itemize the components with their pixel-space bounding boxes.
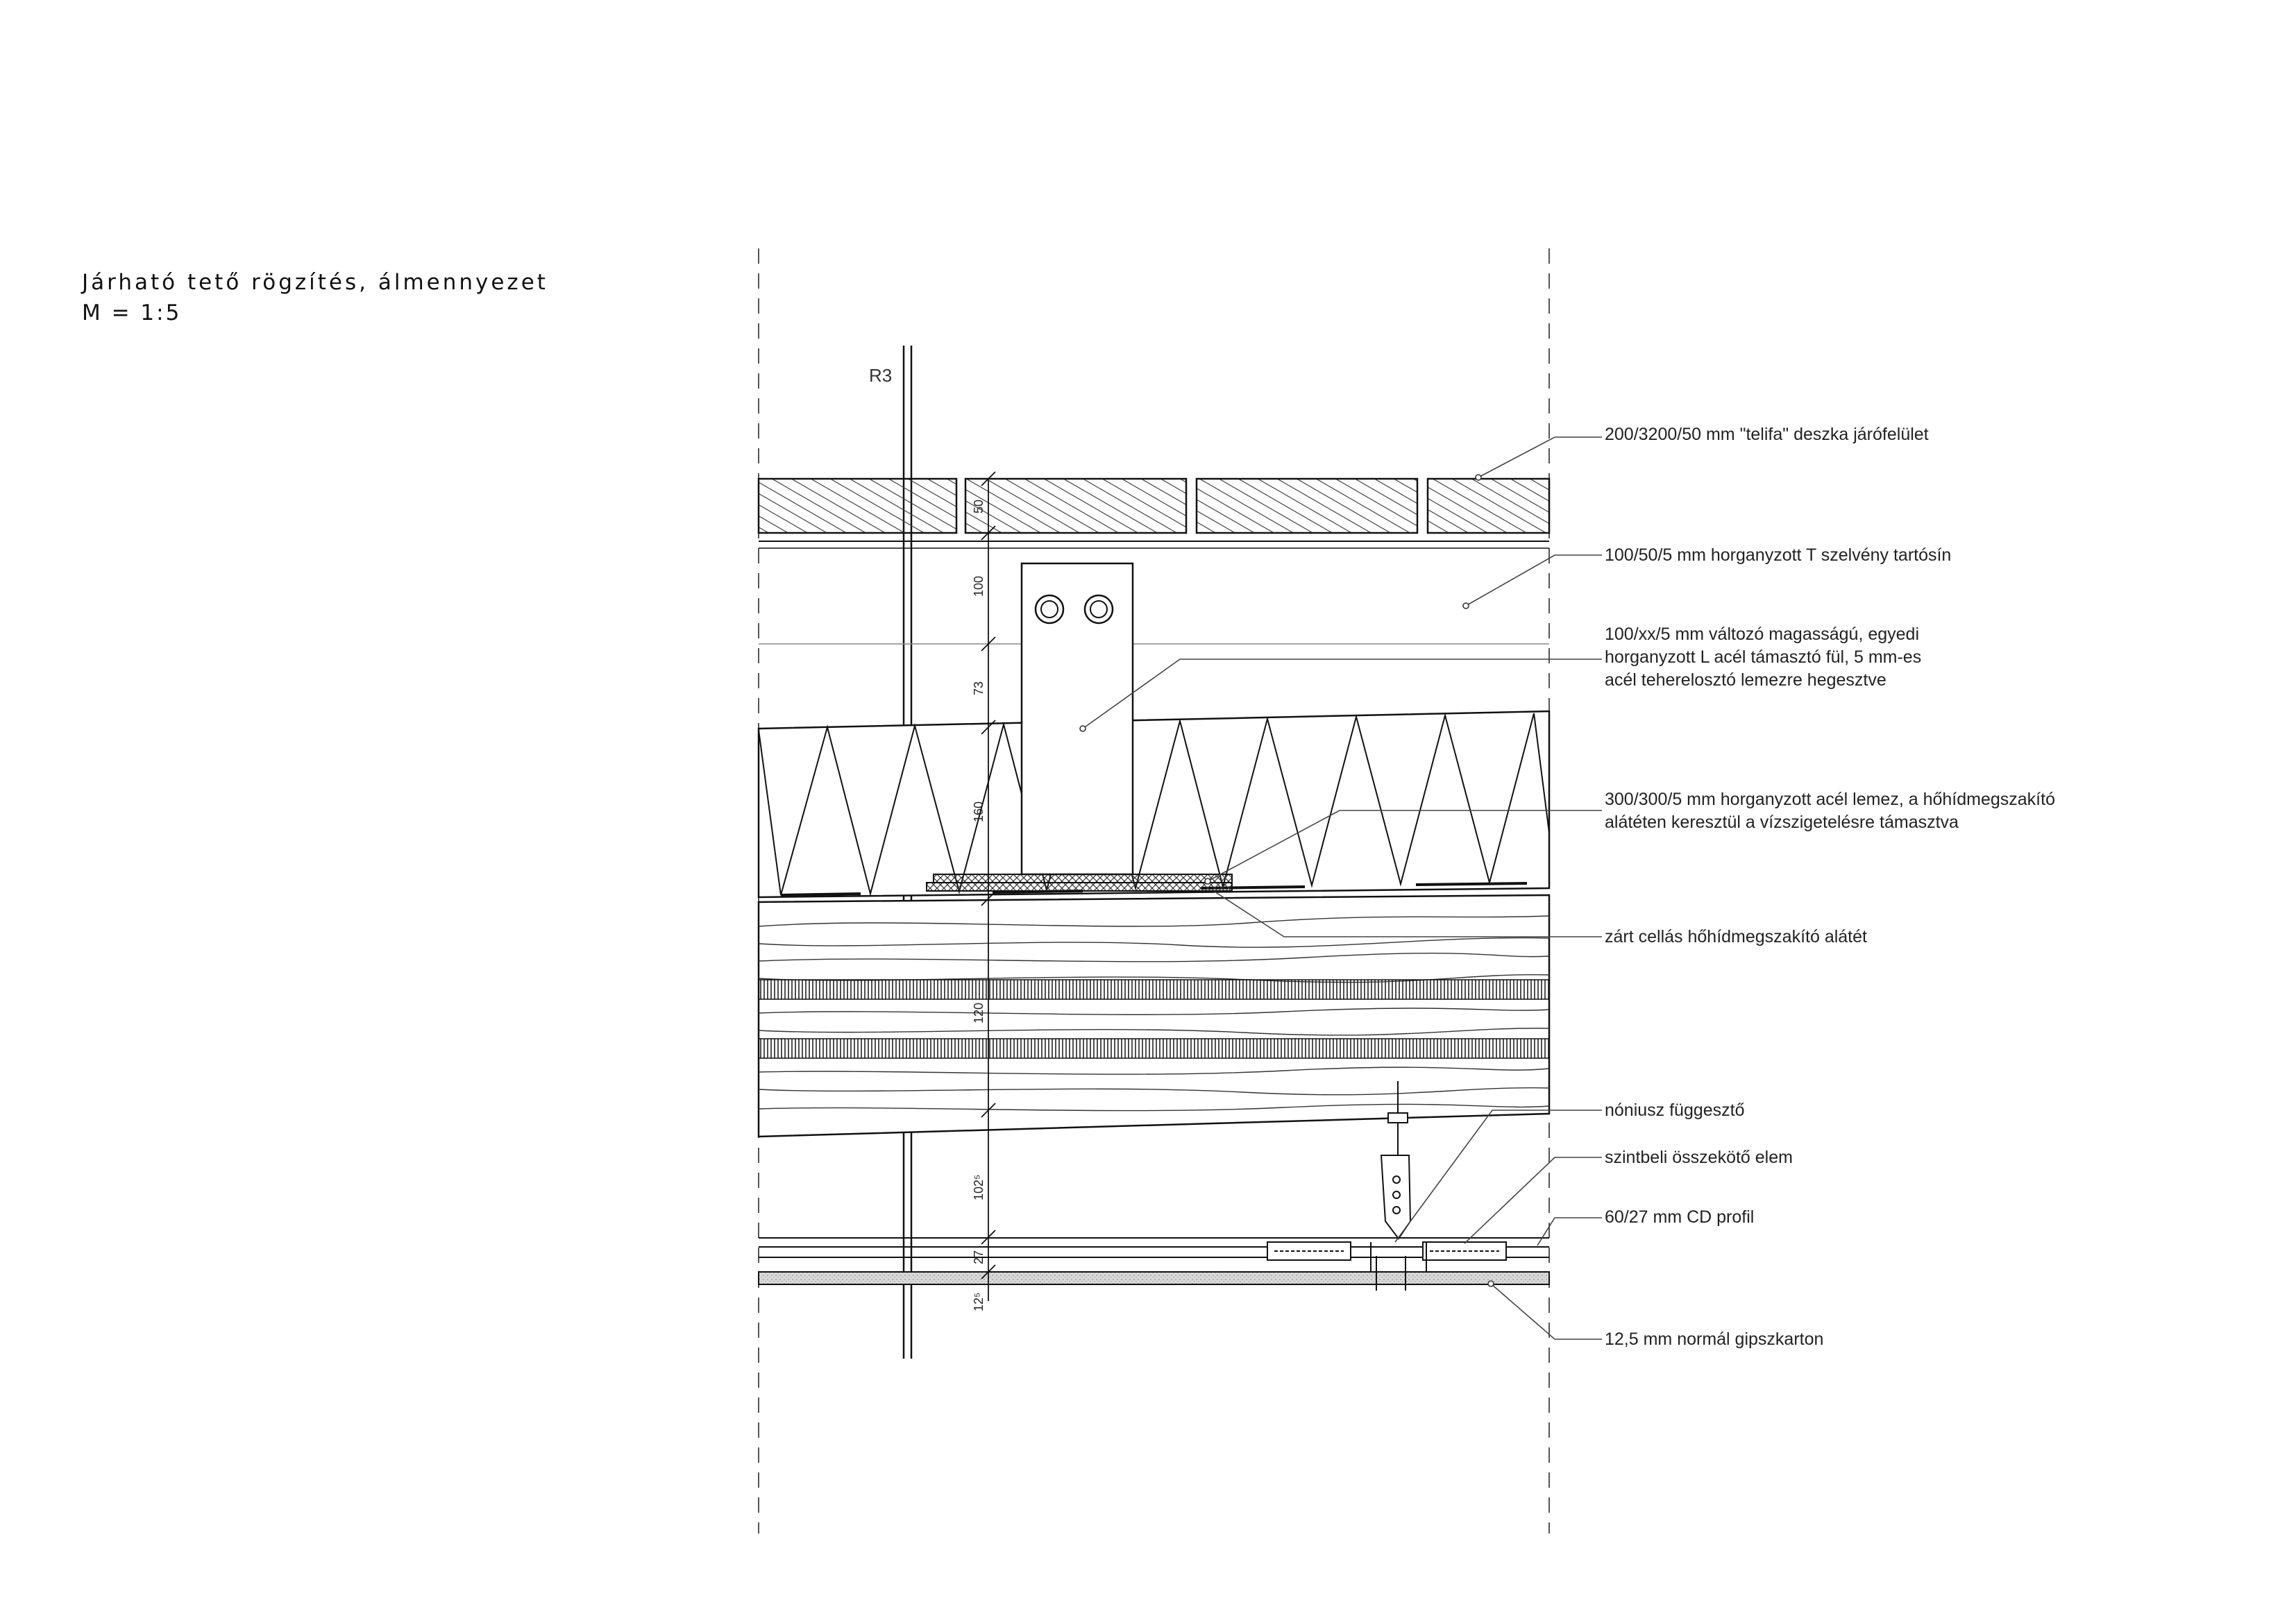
dim-27: 27	[972, 1250, 986, 1264]
label-l-bracket-1: 100/xx/5 mm változó magasságú, egyedi	[1605, 624, 1920, 644]
title-block: Járható tető rögzítés, álmennyezet M = 1…	[82, 267, 548, 328]
label-steel-plate-2: alátéten keresztül a vízszigetelésre tám…	[1605, 813, 1959, 832]
label-deck-boards: 200/3200/50 mm "telifa" deszka járófelül…	[1605, 425, 1929, 444]
label-l-bracket-2: horganyzott L acél támasztó fül, 5 mm-es	[1605, 647, 1922, 667]
l-bracket	[1020, 562, 1134, 876]
insulation-layer	[757, 710, 1551, 899]
dim-120: 120	[972, 1003, 986, 1023]
dim-73: 73	[972, 681, 986, 695]
gypsum-board	[758, 1271, 1550, 1285]
dimension-chain	[981, 471, 996, 1301]
timber-panel	[757, 894, 1551, 1138]
label-gypsum: 12,5 mm normál gipszkarton	[1605, 1329, 1824, 1349]
deck-boards	[757, 477, 1551, 534]
cd-profile	[759, 1237, 1549, 1271]
drawing-scale: M = 1:5	[82, 300, 182, 325]
dim-50: 50	[972, 500, 986, 513]
label-t-rail: 100/50/5 mm horganyzott T szelvény tartó…	[1605, 545, 1952, 565]
label-steel-plate-1: 300/300/5 mm horganyzott acél lemez, a h…	[1605, 790, 2055, 809]
label-l-bracket-3: acél teherelosztó lemezre hegesztve	[1605, 670, 1886, 690]
dim-160: 160	[972, 801, 986, 822]
boundary-lines	[758, 248, 1550, 1533]
drawing-title: Járható tető rögzítés, álmennyezet	[82, 270, 548, 295]
steel-plate	[926, 874, 1233, 892]
dim-12-5: 12⁵	[972, 1293, 986, 1311]
label-hanger: nóniusz függesztő	[1605, 1101, 1745, 1120]
leader-lines	[1082, 436, 1602, 1340]
leader-dots	[1079, 474, 1494, 1287]
axis-label: R3	[869, 365, 892, 386]
dim-102-5: 102⁵	[972, 1175, 986, 1201]
label-connector: szintbeli összekötő elem	[1605, 1148, 1793, 1167]
screws	[1376, 1256, 1406, 1291]
label-thermal-break: zárt cellás hőhídmegszakító alátét	[1605, 927, 1867, 946]
label-cd-profile: 60/27 mm CD profil	[1605, 1207, 1755, 1227]
dim-100: 100	[972, 576, 986, 597]
